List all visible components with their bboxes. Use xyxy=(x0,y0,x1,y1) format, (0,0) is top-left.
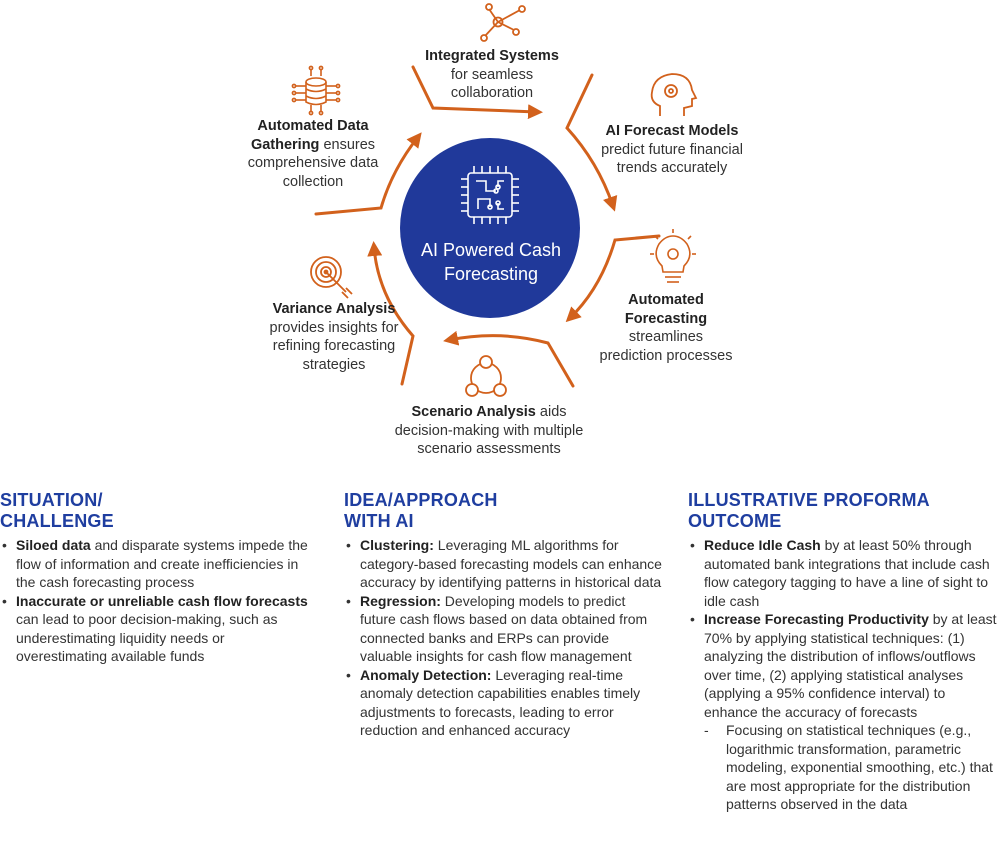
list-item: Anomaly Detection: Leveraging real-time … xyxy=(344,666,662,740)
list-item: Reduce Idle Cash by at least 50% through… xyxy=(688,536,1000,610)
node-title: Scenario Analysis xyxy=(411,404,536,420)
node-scenario-analysis: Scenario Analysis aids decision-making w… xyxy=(388,403,590,459)
center-label-line1: AI Powered Cash xyxy=(420,240,562,260)
center-label: AI Powered Cash Forecasting xyxy=(402,238,580,286)
node-title: Automated Data xyxy=(257,118,369,134)
node-title: Gathering xyxy=(250,136,320,153)
node-desc: strategies xyxy=(302,356,366,373)
center-label-line2: Forecasting xyxy=(443,264,539,284)
node-desc: scenario assessments xyxy=(417,441,561,457)
cycle-diagram xyxy=(291,3,698,397)
lightbulb-gear-icon xyxy=(650,229,696,283)
node-desc: predict future financial xyxy=(601,141,743,158)
center-circle xyxy=(400,138,580,318)
list-item: Increase Forecasting Productivity by at … xyxy=(688,610,1000,721)
node-desc: trends accurately xyxy=(616,160,728,176)
node-title: Automated xyxy=(628,292,704,308)
node-ai-forecast-models: AI Forecast Models predict future financ… xyxy=(592,122,752,178)
node-title: Integrated Systems xyxy=(425,48,559,64)
target-arrow-icon xyxy=(310,256,353,299)
node-desc: aids xyxy=(535,404,567,420)
sub-list-item: Focusing on statistical techniques (e.g.… xyxy=(688,721,1000,814)
node-title: AI Forecast Models xyxy=(605,123,739,139)
arrow-integrated-to-ai xyxy=(411,65,543,120)
head-gear-icon xyxy=(650,73,698,116)
node-automated-forecasting: Automated Forecasting streamlines predic… xyxy=(590,291,742,365)
list-item: Inaccurate or unreliable cash flow forec… xyxy=(0,592,318,666)
node-variance-analysis: Variance Analysis provides insights for … xyxy=(260,300,408,374)
list-item: Clustering: Leveraging ML algorithms for… xyxy=(344,536,662,592)
column-heading: SITUATION/CHALLENGE xyxy=(0,490,114,531)
arrow-variance-to-gathering xyxy=(367,241,415,386)
node-desc: collection xyxy=(282,173,344,190)
node-desc: prediction processes xyxy=(599,347,733,364)
column-situation: SITUATION/CHALLENGE Siloed data and disp… xyxy=(0,490,318,666)
node-automated-data-gathering: Automated Data Gathering ensures compreh… xyxy=(240,117,386,191)
node-desc: provides insights for xyxy=(269,319,399,336)
arrow-scenario-to-variance xyxy=(443,330,575,388)
node-title: Variance Analysis xyxy=(272,301,396,317)
node-desc: collaboration xyxy=(450,85,534,101)
list-item: Regression: Developing models to predict… xyxy=(344,592,662,666)
arrow-gathering-to-integrated xyxy=(314,132,422,216)
node-desc: ensures xyxy=(319,136,376,153)
arrow-ai-to-automated xyxy=(565,73,618,212)
people-cycle-icon xyxy=(465,355,507,397)
list-item: Siloed data and disparate systems impede… xyxy=(0,536,318,592)
database-network-icon xyxy=(291,65,341,116)
node-desc: for seamless xyxy=(450,66,534,83)
network-nodes-icon xyxy=(480,3,526,42)
node-desc: comprehensive data xyxy=(247,155,379,171)
arrow-automated-to-scenario xyxy=(565,234,661,323)
node-title: Forecasting xyxy=(624,310,708,327)
node-integrated-systems: Integrated Systems for seamless collabor… xyxy=(414,47,570,103)
circuit-chip-icon xyxy=(461,166,519,224)
node-desc: streamlines xyxy=(628,329,704,345)
node-desc: refining forecasting xyxy=(272,338,396,354)
node-desc: decision-making with multiple xyxy=(394,422,584,439)
